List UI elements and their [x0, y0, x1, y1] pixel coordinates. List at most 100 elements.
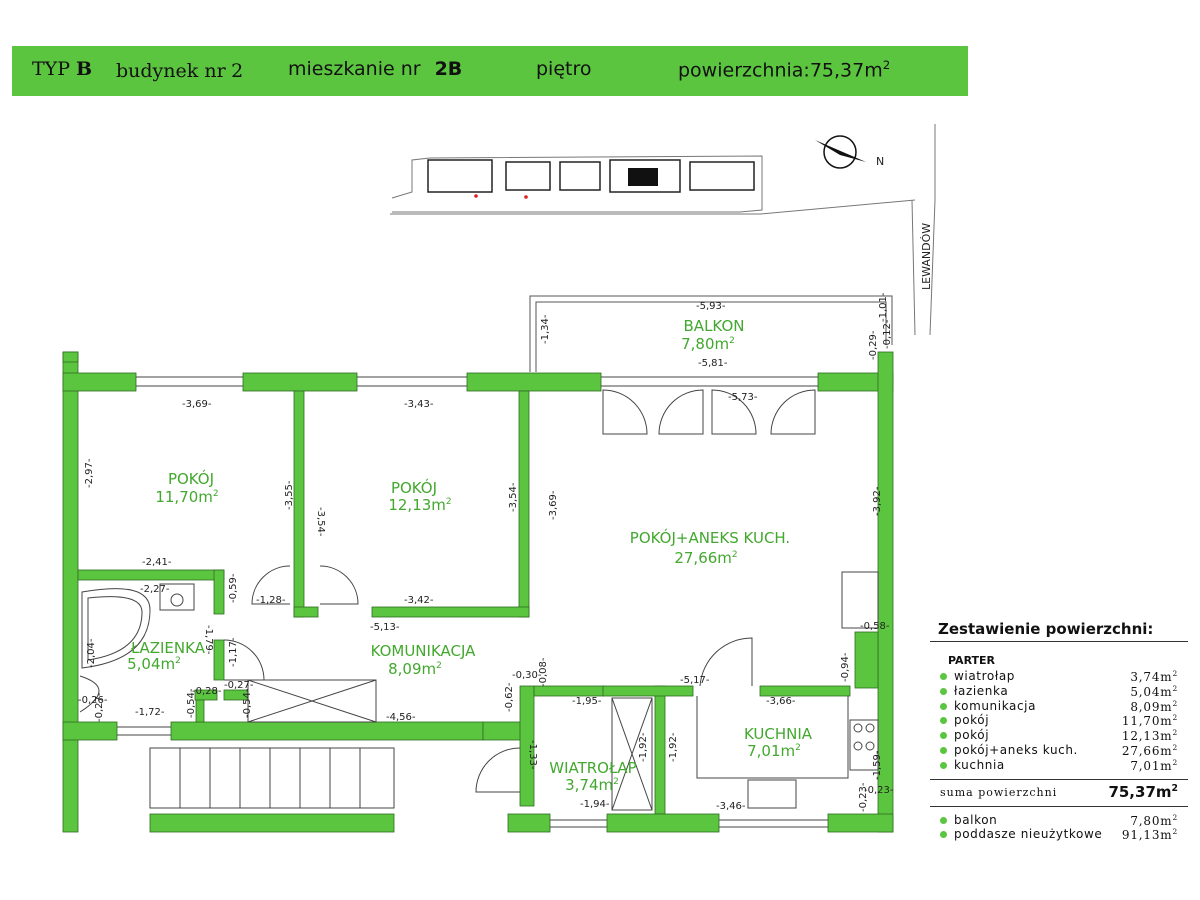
dimension-label: -0,08-	[538, 657, 549, 687]
dimension-label: -3,66-	[766, 696, 796, 707]
room-name: BALKON	[684, 317, 745, 335]
dimension-label: -3,54-	[508, 482, 519, 512]
summary-row-name: balkon	[954, 812, 998, 827]
dimension-label: -0,58-	[860, 621, 890, 632]
header-area: powierzchnia:75,37m2	[678, 58, 890, 81]
dimension-label: -3,69-	[182, 399, 212, 410]
dimension-label: -0,26-	[78, 695, 108, 706]
type-label: TYP	[32, 58, 70, 80]
dimension-label: -1,95-	[572, 696, 602, 707]
room-name: POKÓJ	[391, 478, 437, 497]
summary-row-value: 27,66m2	[1121, 742, 1178, 758]
summary-row-value: 3,74m2	[1130, 669, 1178, 684]
summary-row-name: łazienka	[954, 683, 1009, 698]
dimension-label: -4,56-	[386, 712, 416, 723]
header-building: budynek nr 2	[116, 60, 243, 82]
dimension-label: -0,28-	[192, 686, 222, 697]
room-name: POKÓJ+ANEKS KUCH.	[630, 528, 790, 547]
dimension-label: -1,92-	[668, 732, 679, 762]
summary-section: PARTER	[948, 654, 996, 667]
dimension-label: -1,01-	[878, 292, 889, 322]
dimension-label: -0,62-	[504, 682, 515, 712]
bullet-icon	[940, 717, 947, 725]
summary-row-name: poddasze nieużytkowe	[954, 827, 1103, 842]
summary-row-name: kuchnia	[954, 757, 1005, 772]
dimension-label: -2,41-	[142, 557, 172, 568]
dimension-label: -3,43-	[404, 399, 434, 410]
dimension-label: -0,23-	[864, 785, 894, 796]
bullet-icon	[940, 761, 947, 769]
room-area: 7,01m2	[747, 742, 801, 760]
summary-row-value: 11,70m2	[1121, 713, 1178, 729]
street-label: LEWANDÓW	[920, 223, 933, 290]
header-bar: TYP B budynek nr 2 mieszkanie nr 2B piętr…	[12, 46, 968, 96]
area-value: 75,37m	[809, 59, 883, 82]
dimension-label: -0,27-	[224, 680, 254, 691]
summary-row-value: 12,13m2	[1121, 728, 1178, 744]
dimension-label: -5,81-	[698, 358, 728, 369]
dimension-label: -2,97-	[84, 458, 95, 488]
room-labels: POKÓJ 11,70m2 POKÓJ 12,13m2 POKÓJ+ANEKS …	[127, 317, 813, 794]
dimension-label: -5,17-	[680, 675, 710, 686]
room-area: 27,66m2	[674, 549, 737, 567]
bullet-icon	[940, 702, 947, 710]
dimension-label: -0,54-	[242, 688, 253, 718]
dimension-label: -0,27-	[94, 692, 105, 722]
summary-row-name: wiatrołap	[954, 669, 1015, 683]
summary-row: pokój 11,70m2	[930, 713, 1188, 728]
summary-extra-row: balkon 7,80m2	[930, 813, 1188, 828]
summary-row-name: pokój	[954, 728, 990, 743]
dimension-label: -1,72-	[135, 707, 165, 718]
room-area: 12,13m2	[388, 496, 451, 514]
dimension-label: -3,69-	[548, 490, 559, 520]
dimension-label: -0,94-	[840, 652, 851, 682]
room-name: POKÓJ	[168, 469, 214, 488]
dimension-label: -3,42-	[404, 595, 434, 606]
summary-row-name: komunikacja	[954, 698, 1037, 713]
summary-total-label: suma powierzchni	[940, 785, 1058, 799]
header-floor: piętro	[536, 58, 592, 80]
balcony-outline	[529, 295, 893, 372]
summary-title: Zestawienie powierzchni:	[930, 620, 1188, 642]
summary-row: komunikacja 8,09m2	[930, 699, 1188, 714]
plan-lines	[79, 376, 879, 828]
summary-row: wiatrołap 3,74m2	[930, 669, 1188, 684]
apartment-label: mieszkanie nr	[288, 58, 421, 80]
dimension-label: -1,92-	[638, 732, 649, 762]
dimension-label: -3,55-	[284, 480, 295, 510]
dimension-label: -2,04-	[86, 638, 97, 668]
summary-row-value: 5,04m2	[1130, 683, 1178, 699]
summary-row-value: 8,09m2	[1130, 698, 1178, 714]
room-name: KUCHNIA	[744, 725, 813, 743]
north-label: N	[876, 155, 884, 168]
room-area: 11,70m2	[155, 488, 218, 506]
bullet-icon	[940, 673, 947, 680]
walls	[62, 351, 894, 833]
dimension-label: -1,59-	[872, 750, 883, 780]
dimension-label: -1,33-	[527, 740, 538, 770]
summary-row-name: pokój	[954, 713, 990, 728]
area-label: powierzchnia:	[678, 59, 810, 82]
bullet-icon	[940, 746, 947, 754]
building-label: budynek nr	[116, 60, 226, 82]
room-name: WIATROŁAP	[549, 759, 636, 777]
apartment-value: 2B	[434, 58, 463, 80]
room-area: 3,74m2	[565, 776, 619, 794]
site-plan: LEWANDÓW N	[390, 124, 936, 336]
summary-row-name: pokój+aneks kuch.	[954, 742, 1078, 757]
header-type: TYP B	[32, 58, 92, 80]
summary-row: pokój+aneks kuch. 27,66m2	[930, 743, 1188, 758]
dimension-label: -3,54-	[315, 507, 326, 537]
summary-row-value: 7,80m2	[1130, 812, 1178, 828]
dimension-label: -3,92-	[872, 486, 883, 516]
dimension-label: -0,12-	[882, 319, 893, 349]
dimension-label: -5,13-	[370, 622, 400, 633]
type-value: B	[76, 58, 93, 80]
summary-total-value: 75,37m2	[1108, 782, 1178, 801]
summary-row-value: 91,13m2	[1121, 827, 1178, 843]
dimension-label: -1,34-	[540, 314, 551, 344]
dimension-label: -0,59-	[228, 573, 239, 603]
summary-total: suma powierzchni 75,37m2	[930, 778, 1188, 807]
